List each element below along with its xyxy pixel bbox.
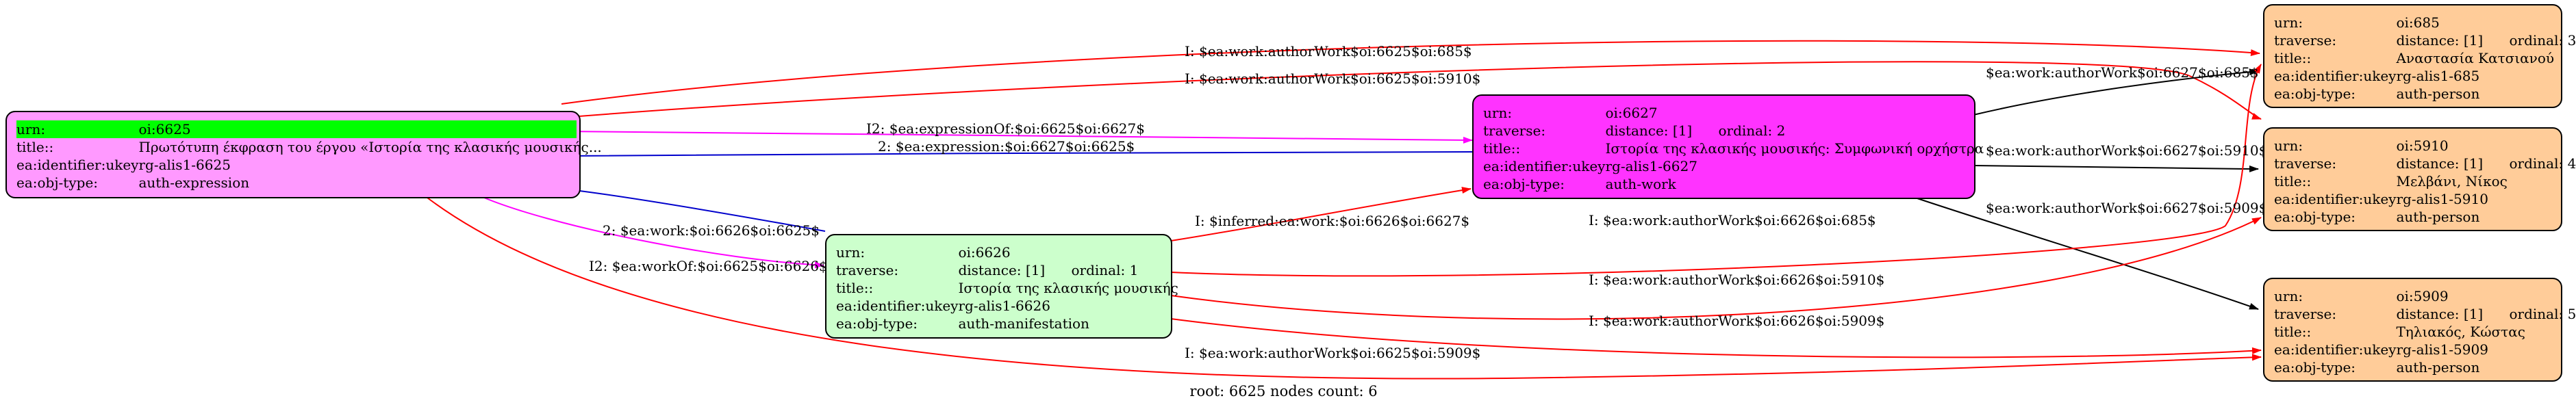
objtype-value: auth-manifestation (958, 315, 1089, 332)
ukey-label: ea:identifier:ukey (16, 157, 139, 173)
edge-label-6625-685: I: $ea:work:authorWork$oi:6625$oi:685$ (1185, 43, 1472, 60)
edge-6626-6627 (1170, 187, 1472, 241)
title-value: Πρωτότυπη έκφραση του έργου «Ιστορία της… (138, 139, 602, 155)
distance-value: distance: [1] (2396, 32, 2484, 49)
title-label: title:: (2274, 50, 2312, 66)
ordinal-value: ordinal: 3 (2509, 32, 2576, 49)
edge-6627-685 (1973, 68, 2259, 116)
title-value: Αναστασία Κατσιανού (2396, 50, 2555, 66)
traverse-label: traverse: (2274, 155, 2337, 172)
ukey-value: rg-alis1-685 (2396, 68, 2480, 84)
ukey-value: rg-alis1-6625 (138, 157, 231, 173)
urn-label: urn: (16, 120, 139, 138)
edge-label-6626-5909: I: $ea:work:authorWork$oi:6626$oi:5909$ (1589, 313, 1884, 329)
edge-6627-5909 (1917, 198, 2259, 310)
traverse-label: traverse: (836, 262, 899, 278)
edge-6627-6625 (562, 151, 1473, 159)
title-label: title:: (2274, 324, 2312, 340)
edge-label-6626-6627: I: $inferred:ea:work:$oi:6626$oi:6627$ (1195, 213, 1469, 229)
urn-value: oi:685 (2396, 14, 2440, 31)
urn-value: oi:6626 (958, 244, 1011, 261)
edge-6625-6627 (561, 131, 1473, 144)
node-oi-5910[interactable]: urn: oi:5910 traverse: distance: [1] ordina… (2263, 127, 2576, 231)
edge-6625-685 (561, 40, 2260, 105)
title-value: Τηλιακός, Κώστας (2396, 324, 2525, 340)
edge-label-6625-5909: I: $ea:work:authorWork$oi:6625$oi:5909$ (1185, 345, 1480, 361)
urn-value: oi:5909 (2396, 288, 2449, 304)
objtype-value: auth-person (2396, 359, 2480, 376)
title-value: Ιστορία της κλασικής μουσικής (958, 280, 1178, 296)
edge-6626-5910 (1170, 217, 2262, 320)
edge-6626-685 (1170, 64, 2262, 277)
edge-label-6627-5910: $ea:work:authorWork$oi:6627$oi:5910$ (1986, 142, 2267, 159)
node-oi-5909[interactable]: urn: oi:5909 traverse: distance: [1] ordina… (2263, 278, 2576, 382)
traverse-label: traverse: (2274, 306, 2337, 322)
edge-label-6625-6626: I2: $ea:workOf:$oi:6625$oi:6626$ (589, 258, 828, 274)
ordinal-value: ordinal: 1 (1071, 262, 1139, 278)
objtype-label: ea:obj-type: (2274, 359, 2356, 376)
distance-value: distance: [1] (2396, 306, 2484, 322)
urn-value: oi:6627 (1605, 105, 1658, 121)
urn-value: oi:5910 (2396, 137, 2449, 154)
ukey-value: rg-alis1-5909 (2396, 341, 2488, 358)
urn-label: urn: (1483, 105, 1513, 121)
objtype-label: ea:obj-type: (2274, 86, 2356, 102)
edge-6625-5909 (424, 195, 2262, 380)
edge-6627-5910 (1973, 165, 2259, 172)
ordinal-value: ordinal: 4 (2509, 155, 2576, 172)
ukey-value: rg-alis1-6626 (958, 298, 1050, 314)
urn-label: urn: (836, 244, 866, 261)
edge-6625-6626 (479, 195, 824, 269)
ukey-label: ea:identifier:ukey (836, 298, 959, 314)
objtype-label: ea:obj-type: (16, 174, 99, 191)
ukey-value: rg-alis1-5910 (2396, 191, 2488, 207)
node-oi-6627[interactable]: urn: oi:6627 traverse: distance: [1] ordina… (1472, 94, 1984, 199)
objtype-value: auth-person (2396, 86, 2480, 102)
distance-value: distance: [1] (958, 262, 1046, 278)
edge-6625-5910 (561, 61, 2262, 120)
title-value: Μελβάνι, Νίκος (2396, 173, 2508, 189)
objtype-value: auth-person (2396, 209, 2480, 225)
edge-6626-6625 (562, 186, 826, 232)
ukey-label: ea:identifier:ukey (2274, 341, 2397, 358)
edge-label-6627-685: $ea:work:authorWork$oi:6627$oi:685$ (1986, 64, 2259, 81)
urn-value: oi:6625 (138, 120, 577, 138)
edge-6626-5909 (1170, 318, 2262, 358)
traverse-label: traverse: (1483, 122, 1546, 139)
edge-label-6626-5910: I: $ea:work:authorWork$oi:6626$oi:5910$ (1589, 272, 1884, 288)
edge-label-6625-5910: I: $ea:work:authorWork$oi:6625$oi:5910$ (1185, 70, 1480, 87)
urn-label: urn: (2274, 288, 2303, 304)
urn-label: urn: (2274, 14, 2303, 31)
traverse-label: traverse: (2274, 32, 2337, 49)
ukey-value: rg-alis1-6627 (1605, 158, 1697, 174)
objtype-value: auth-work (1605, 176, 1676, 192)
objtype-label: ea:obj-type: (2274, 209, 2356, 225)
node-oi-6625[interactable]: urn:oi:6625 title::Πρωτότυπη έκφραση του… (5, 111, 602, 198)
title-label: title:: (1483, 140, 1521, 157)
edge-label-6627-5909: $ea:work:authorWork$oi:6627$oi:5909$ (1986, 200, 2267, 216)
node-oi-6626[interactable]: urn: oi:6626 traverse: distance: [1] ordina… (825, 234, 1178, 339)
node-oi-685[interactable]: urn: oi:685 traverse: distance: [1] ordinal… (2263, 4, 2576, 108)
distance-value: distance: [1] (1605, 122, 1693, 139)
ukey-label: ea:identifier:ukey (2274, 68, 2397, 84)
edge-label-6627-6625: 2: $ea:expression:$oi:6627$oi:6625$ (878, 138, 1135, 155)
objtype-value: auth-expression (138, 174, 250, 191)
title-label: title:: (836, 280, 874, 296)
urn-label: urn: (2274, 137, 2303, 154)
ukey-label: ea:identifier:ukey (2274, 191, 2397, 207)
edge-label-6625-6627: I2: $ea:expressionOf:$oi:6625$oi:6627$ (866, 120, 1145, 137)
edge-label-6626-685: I: $ea:work:authorWork$oi:6626$oi:685$ (1589, 212, 1876, 228)
edge-label-6626-6625: 2: $ea:work:$oi:6626$oi:6625$ (603, 222, 820, 239)
objtype-label: ea:obj-type: (1483, 176, 1565, 192)
ordinal-value: ordinal: 5 (2509, 306, 2576, 322)
ordinal-value: ordinal: 2 (1718, 122, 1786, 139)
title-label: title:: (16, 139, 54, 155)
graph-footer: root: 6625 nodes count: 6 (1189, 383, 1378, 399)
ukey-label: ea:identifier:ukey (1483, 158, 1606, 174)
distance-value: distance: [1] (2396, 155, 2484, 172)
objtype-label: ea:obj-type: (836, 315, 918, 332)
title-value: Ιστορία της κλασικής μουσικής: Συμφωνική… (1605, 140, 1984, 157)
title-label: title:: (2274, 173, 2312, 189)
